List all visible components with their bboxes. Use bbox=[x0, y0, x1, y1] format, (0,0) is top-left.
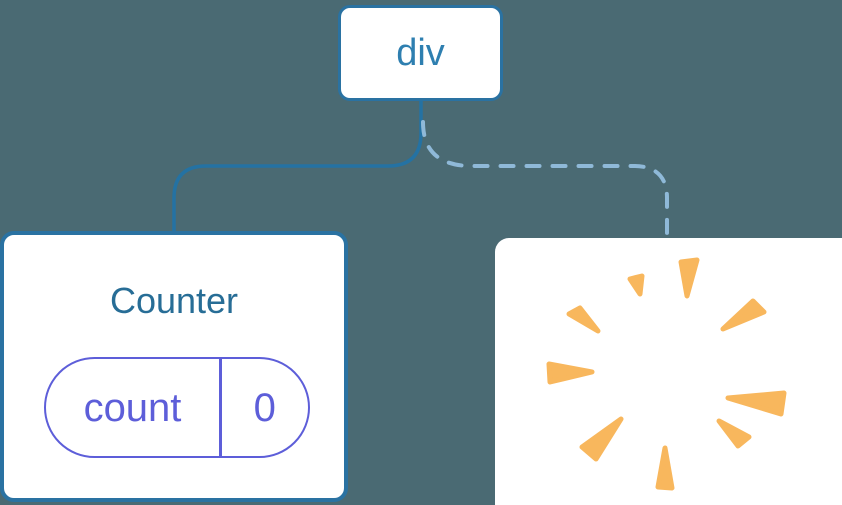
root-node-label: div bbox=[396, 32, 445, 74]
state-pill-value-cell: 0 bbox=[222, 359, 309, 456]
removed-node bbox=[495, 238, 842, 505]
counter-node: Counter count 0 bbox=[0, 231, 348, 502]
counter-node-title: Counter bbox=[109, 280, 239, 321]
state-value-label: 0 bbox=[253, 385, 276, 430]
state-pill: count 0 bbox=[44, 357, 310, 458]
poof-icon bbox=[546, 257, 787, 491]
root-node: div bbox=[338, 5, 503, 101]
connector-dashed-line bbox=[421, 120, 669, 240]
state-key-label: count bbox=[83, 385, 182, 430]
connector-solid-line bbox=[172, 101, 423, 231]
state-pill-key-cell: count bbox=[46, 359, 219, 456]
state-pill-divider bbox=[219, 359, 222, 456]
